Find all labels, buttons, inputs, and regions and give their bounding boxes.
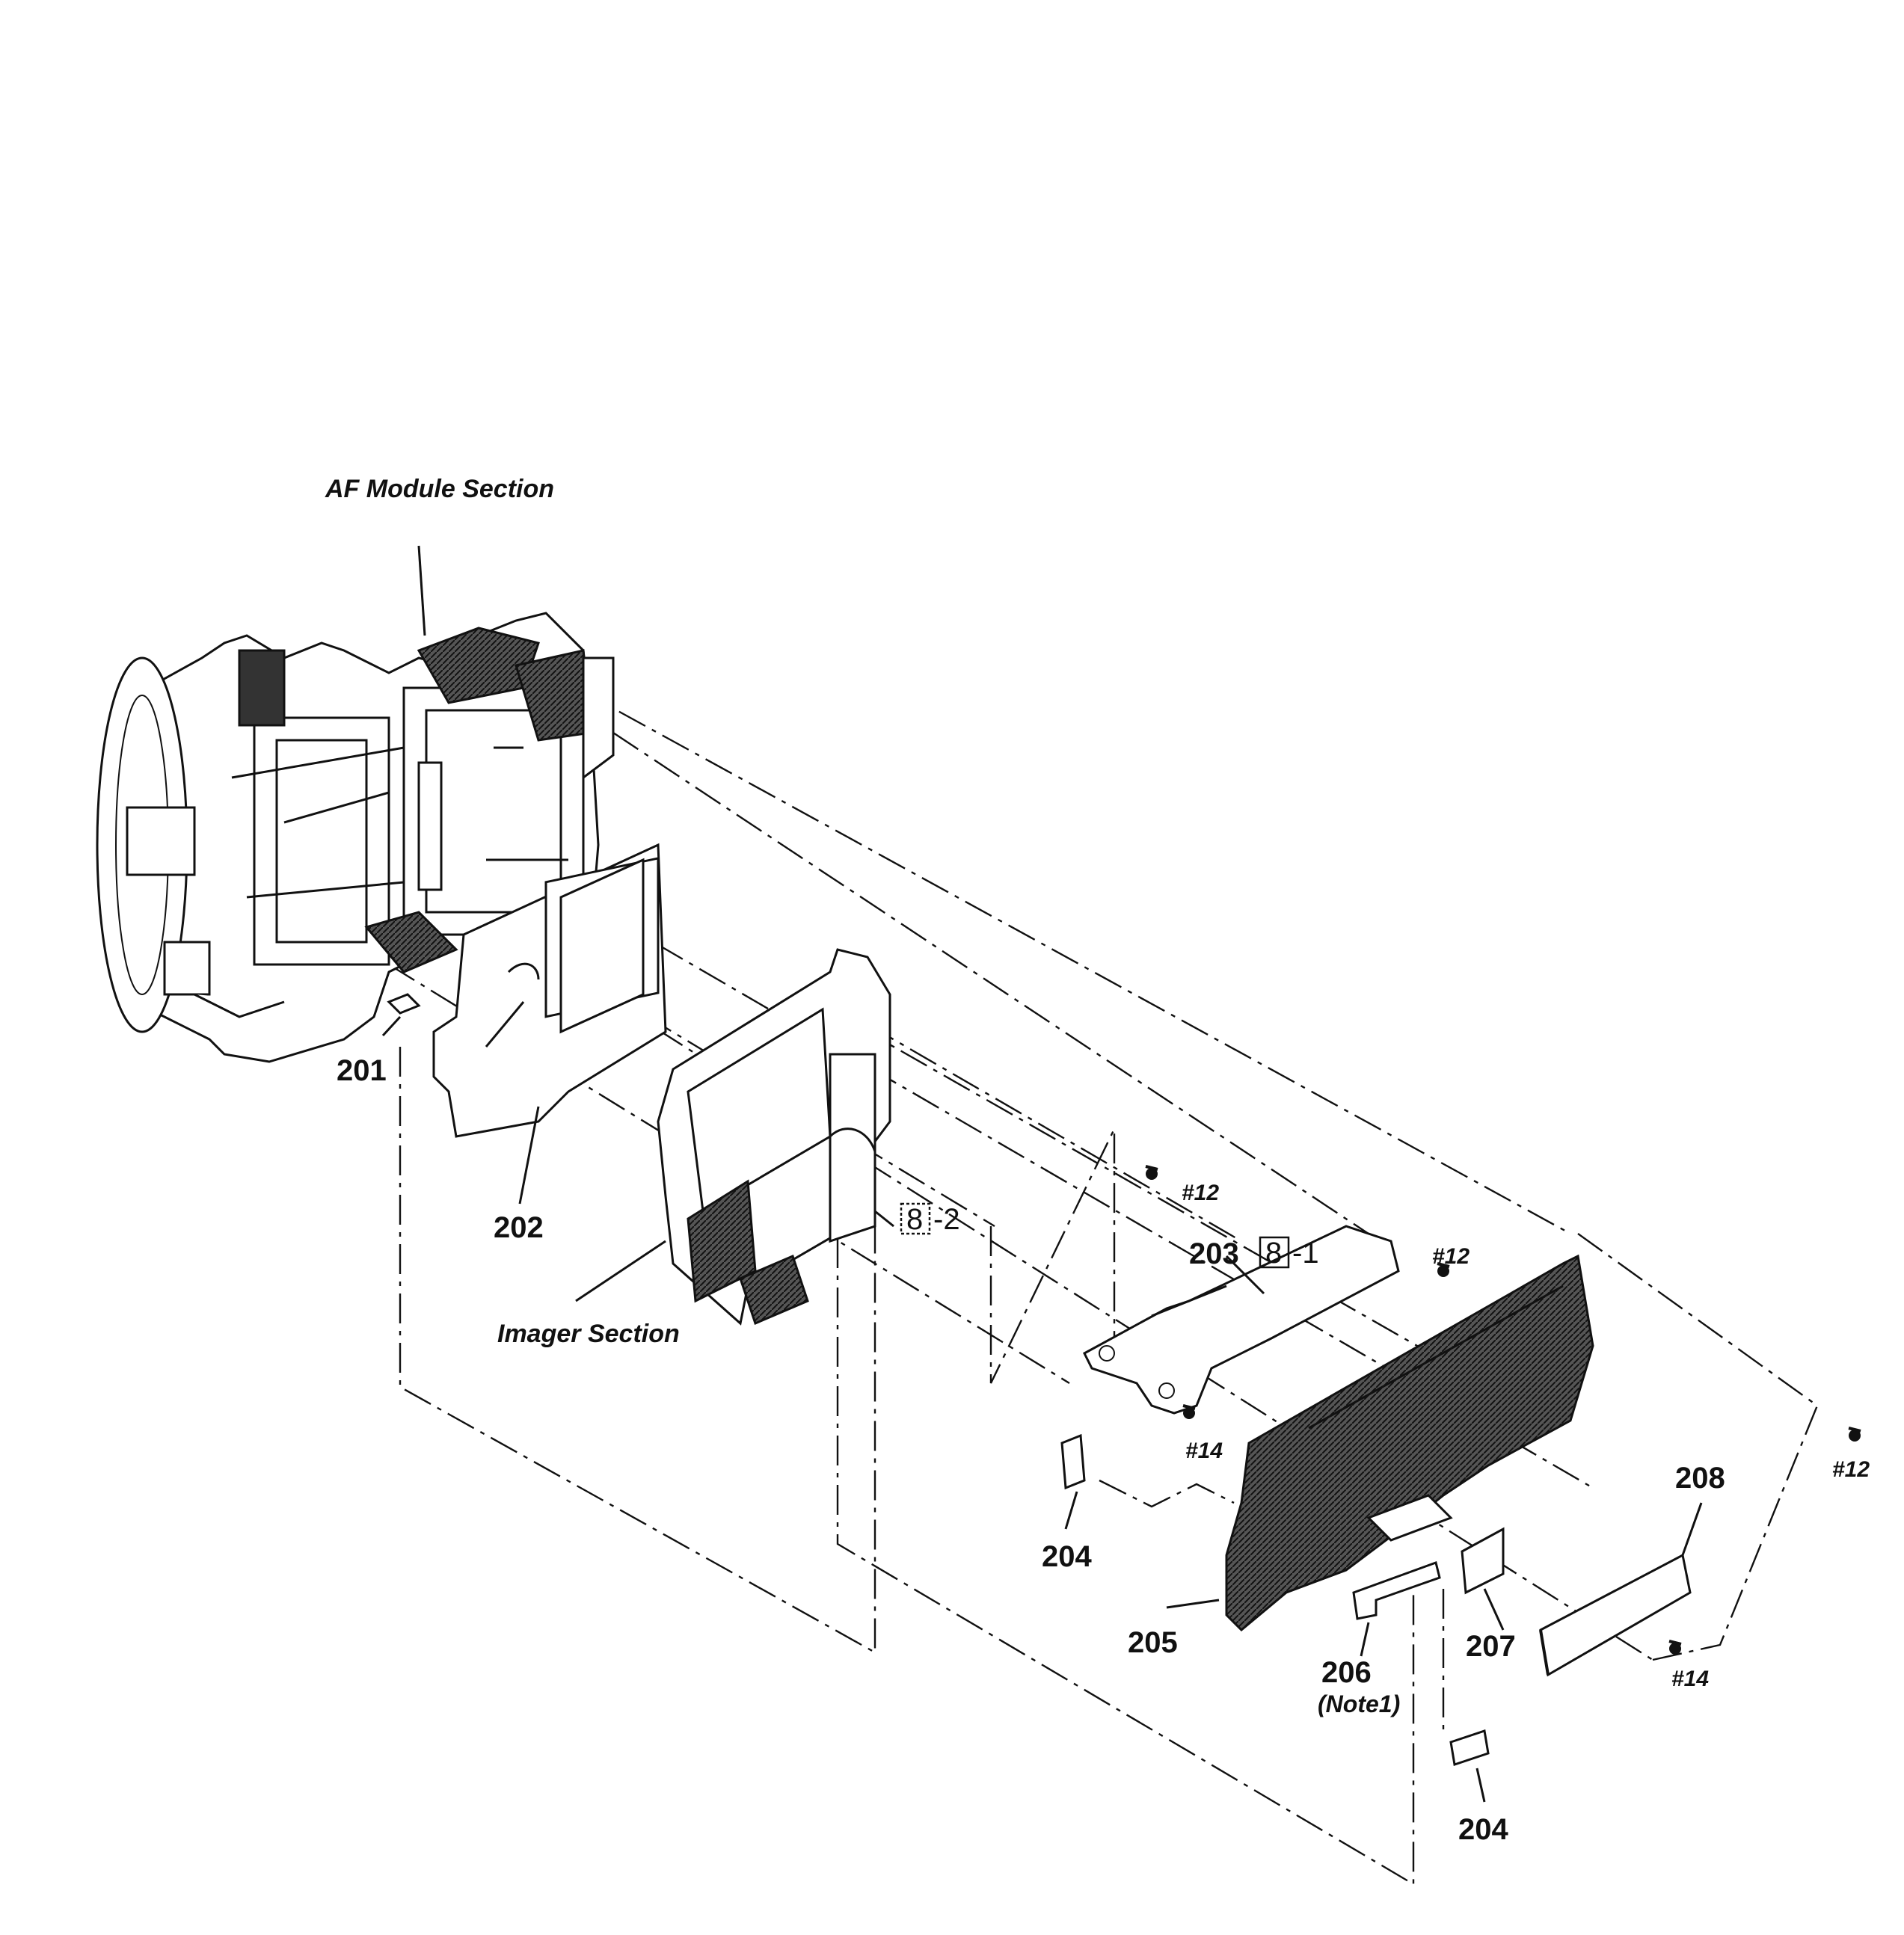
part-204-connector-a	[1060, 1433, 1086, 1530]
screw-label-12-b: #12	[1432, 1244, 1470, 1269]
part-206-flex	[1352, 1561, 1441, 1657]
screw-icon	[1437, 1262, 1450, 1277]
imager-section-assembly	[575, 948, 894, 1326]
part-203-bracket	[1083, 1225, 1400, 1415]
part-label-208: 208	[1675, 1462, 1725, 1495]
part-207-sheet	[1461, 1527, 1505, 1631]
part-label-204a: 204	[1042, 1540, 1092, 1573]
screw-icon	[1848, 1427, 1861, 1442]
screw-label-12-c: #12	[1832, 1457, 1870, 1482]
screw-icon	[1145, 1165, 1158, 1180]
part-label-202: 202	[494, 1211, 544, 1244]
part-204-connector-b	[1449, 1729, 1490, 1803]
part-202-shutter-unit	[432, 843, 667, 1205]
screw-label-12-a: #12	[1182, 1181, 1219, 1205]
ref-box-8-2-number: 8	[906, 1203, 923, 1236]
part-label-205: 205	[1128, 1626, 1178, 1659]
screw-label-14-a: #14	[1185, 1439, 1223, 1463]
part-205-main-board	[1166, 1254, 1594, 1632]
ref-box-8-1-number: 8	[1265, 1237, 1282, 1270]
ref-box-8-2: 8 -2	[900, 1202, 960, 1236]
screw-icon	[1182, 1404, 1196, 1419]
imager-section-label: Imager Section	[497, 1320, 680, 1348]
af-module-leader	[417, 545, 426, 636]
af-module-section-label: AF Module Section	[325, 475, 554, 503]
screw-icon	[1668, 1640, 1682, 1655]
ref-box-8-2-suffix: -2	[933, 1203, 960, 1236]
part-label-207: 207	[1466, 1630, 1516, 1663]
part-208-cover	[1539, 1502, 1703, 1677]
screw-icons	[1145, 1165, 1861, 1655]
part-label-204b: 204	[1458, 1813, 1508, 1846]
part-label-201: 201	[337, 1054, 387, 1087]
alignment-lines	[388, 686, 1819, 1886]
ref-box-8-1: 8 -1	[1259, 1236, 1319, 1270]
part-201	[381, 993, 421, 1037]
ref-box-8-1-suffix: -1	[1292, 1237, 1319, 1270]
camera-body-assembly	[96, 612, 615, 1063]
screw-label-14-b: #14	[1671, 1667, 1709, 1691]
part-206-note: (Note1)	[1318, 1691, 1400, 1717]
part-label-206: 206	[1321, 1656, 1372, 1689]
part-label-203: 203	[1189, 1237, 1239, 1270]
